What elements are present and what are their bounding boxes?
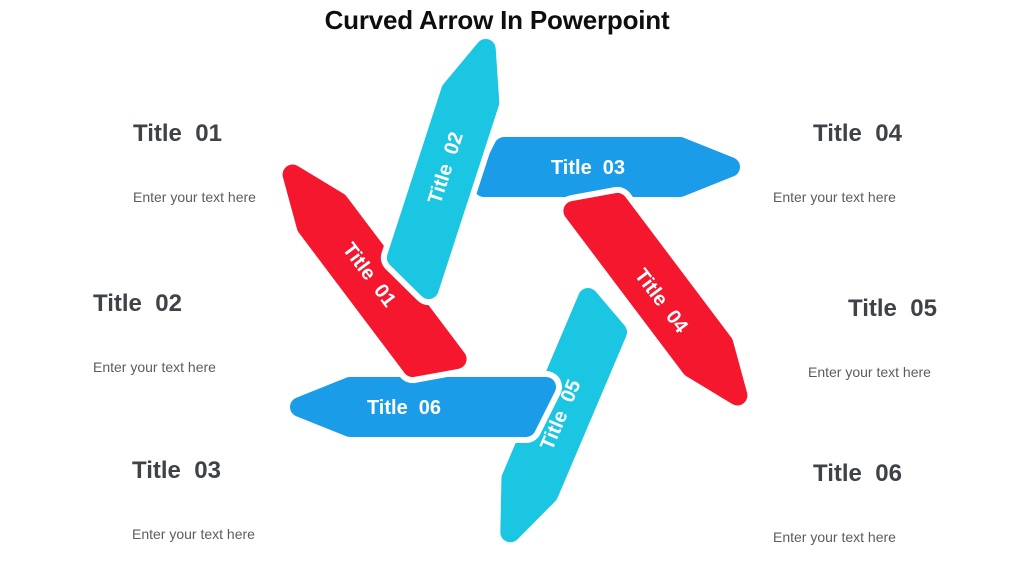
arrow-title-05 bbox=[494, 282, 634, 549]
side-label-06: Title 06 Enter your text here bbox=[773, 424, 902, 563]
side-label-04: Title 04 Enter your text here bbox=[773, 84, 902, 223]
side-label-05-subtitle: Enter your text here bbox=[808, 364, 931, 380]
side-label-03: Title 03 Enter your text here bbox=[132, 421, 255, 560]
side-label-06-subtitle: Enter your text here bbox=[773, 529, 896, 545]
arrow-title-03 bbox=[468, 131, 746, 203]
arrow-03-shape bbox=[474, 137, 740, 197]
side-label-02: Title 02 Enter your text here bbox=[93, 254, 216, 393]
arrow-title-04 bbox=[557, 186, 754, 412]
side-label-03-subtitle: Enter your text here bbox=[132, 526, 255, 542]
side-label-01-subtitle: Enter your text here bbox=[133, 189, 256, 205]
side-label-04-title: Title 04 bbox=[813, 120, 902, 147]
side-label-04-subtitle: Enter your text here bbox=[773, 189, 896, 205]
side-label-02-title: Title 02 bbox=[93, 290, 182, 317]
arrow-title-01 bbox=[276, 158, 473, 384]
arrow-06-label: Title 06 bbox=[367, 397, 441, 419]
arrow-05-shape bbox=[500, 288, 628, 543]
arrow-03-label: Title 03 bbox=[551, 157, 625, 179]
side-label-05-title: Title 05 bbox=[848, 295, 937, 322]
arrow-06-shape bbox=[290, 377, 556, 437]
arrow-01-shape bbox=[282, 164, 467, 378]
side-label-06-title: Title 06 bbox=[813, 460, 902, 487]
arrow-title-02 bbox=[380, 32, 506, 306]
side-label-05: Title 05 Enter your text here bbox=[808, 259, 937, 398]
arrow-title-06 bbox=[284, 371, 562, 443]
arrow-02-shape bbox=[386, 38, 500, 300]
side-label-02-subtitle: Enter your text here bbox=[93, 359, 216, 375]
side-label-03-title: Title 03 bbox=[132, 457, 221, 484]
side-label-01: Title 01 Enter your text here bbox=[133, 84, 256, 223]
arrow-04-shape bbox=[563, 192, 748, 406]
side-label-01-title: Title 01 bbox=[133, 120, 222, 147]
slide-title: Curved Arrow In Powerpoint bbox=[324, 5, 670, 35]
